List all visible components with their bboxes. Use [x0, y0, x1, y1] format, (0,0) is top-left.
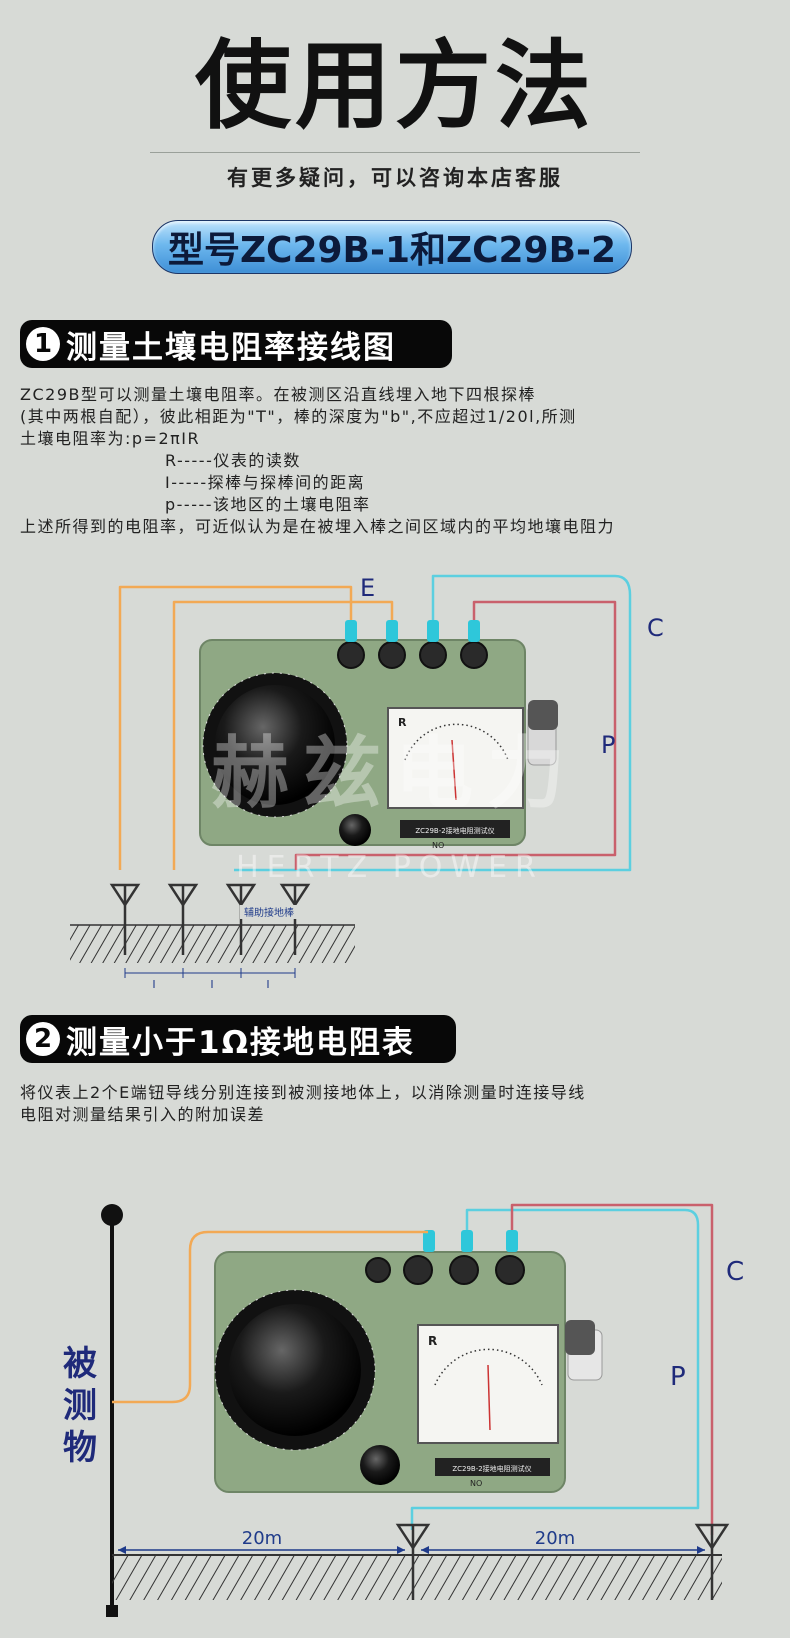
- auxiliary-rod-label: 辅助接地棒: [244, 906, 294, 919]
- definition-line: I-----探棒与探棒间的距离: [165, 473, 366, 492]
- title-divider: [150, 152, 640, 153]
- model-badge: 型号ZC29B-1和ZC29B-2: [152, 220, 632, 274]
- dial-knob: [215, 685, 335, 805]
- gauge-logo: R: [428, 1334, 437, 1348]
- terminal-c-label: C: [647, 614, 664, 642]
- section-2-line: 将仪表上2个E端钮导线分别连接到被测接地体上，以消除测量时连接导线: [20, 1083, 586, 1102]
- section-2-heading: 2 测量小于1Ω接地电阻表: [20, 1015, 456, 1063]
- spacing-label: I: [266, 978, 269, 990]
- section-1-line: (其中两根自配），彼此相距为"T"，棒的深度为"b",不应超过1/20l,所测: [20, 407, 577, 426]
- terminal-row: [337, 641, 488, 669]
- page-title: 使用方法: [195, 29, 595, 142]
- terminal-c-label: C: [726, 1257, 744, 1287]
- section-1-line: 土壤电阻率为:p=2πIR: [20, 429, 201, 448]
- section-2-title: 测量小于1Ω接地电阻表: [66, 1024, 415, 1061]
- terminal-p-label: P: [601, 731, 615, 759]
- section-1-line: ZC29B型可以测量土壤电阻率。在被测区沿直线埋入地下四根探棒: [20, 385, 536, 404]
- meter-plate-no: NO: [432, 841, 444, 850]
- terminal-e-label: E: [360, 574, 375, 602]
- distance-label: 20m: [242, 1528, 282, 1549]
- section-1-title: 测量土壤电阻率接线图: [66, 329, 396, 366]
- ground-hatch: [112, 1555, 722, 1600]
- soil-resistivity-wiring-diagram: R ZC29B-2接地电阻测试仪 NO 辅助接地棒 I I I E C P 赫兹…: [70, 574, 664, 990]
- test-object-label: 测: [63, 1386, 97, 1426]
- section-1-heading: 1 测量土壤电阻率接线图: [20, 320, 452, 368]
- spacing-label: I: [152, 978, 155, 990]
- test-object-label: 被: [63, 1344, 97, 1384]
- watermark-cn: 赫兹电力: [211, 729, 579, 819]
- meter-nameplate: ZC29B-2接地电阻测试仪: [415, 826, 494, 835]
- page-subtitle: 有更多疑问，可以咨询本店客服: [227, 166, 563, 190]
- definition-line: p-----该地区的土壤电阻率: [165, 495, 371, 514]
- gauge-logo: R: [398, 716, 407, 729]
- meter-plate-no: NO: [470, 1479, 482, 1488]
- section-2-line: 电阻对测量结果引入的附加误差: [20, 1105, 266, 1124]
- terminal-p-label: P: [670, 1362, 686, 1392]
- low-resistance-wiring-diagram: R ZC29B-2接地电阻测试仪 NO 20m 20m C P 被 测 物: [63, 1203, 744, 1617]
- section-1-number: 1: [26, 327, 60, 361]
- section-1-conclusion: 上述所得到的电阻率，可近似认为是在被埋入棒之间区域内的平均地壤电阻力: [20, 517, 616, 536]
- dial-knob: [229, 1304, 361, 1436]
- test-object-label: 物: [63, 1428, 97, 1468]
- watermark-en: HERTZ POWER: [236, 850, 544, 885]
- meter-nameplate: ZC29B-2接地电阻测试仪: [452, 1464, 531, 1473]
- distance-label: 20m: [535, 1528, 575, 1549]
- model-label: 型号ZC29B-1和ZC29B-2: [167, 230, 617, 271]
- definition-line: R-----仪表的读数: [165, 451, 301, 470]
- spacing-label: I: [210, 978, 213, 990]
- ground-hatch: [70, 925, 355, 963]
- section-2-number: 2: [26, 1022, 60, 1056]
